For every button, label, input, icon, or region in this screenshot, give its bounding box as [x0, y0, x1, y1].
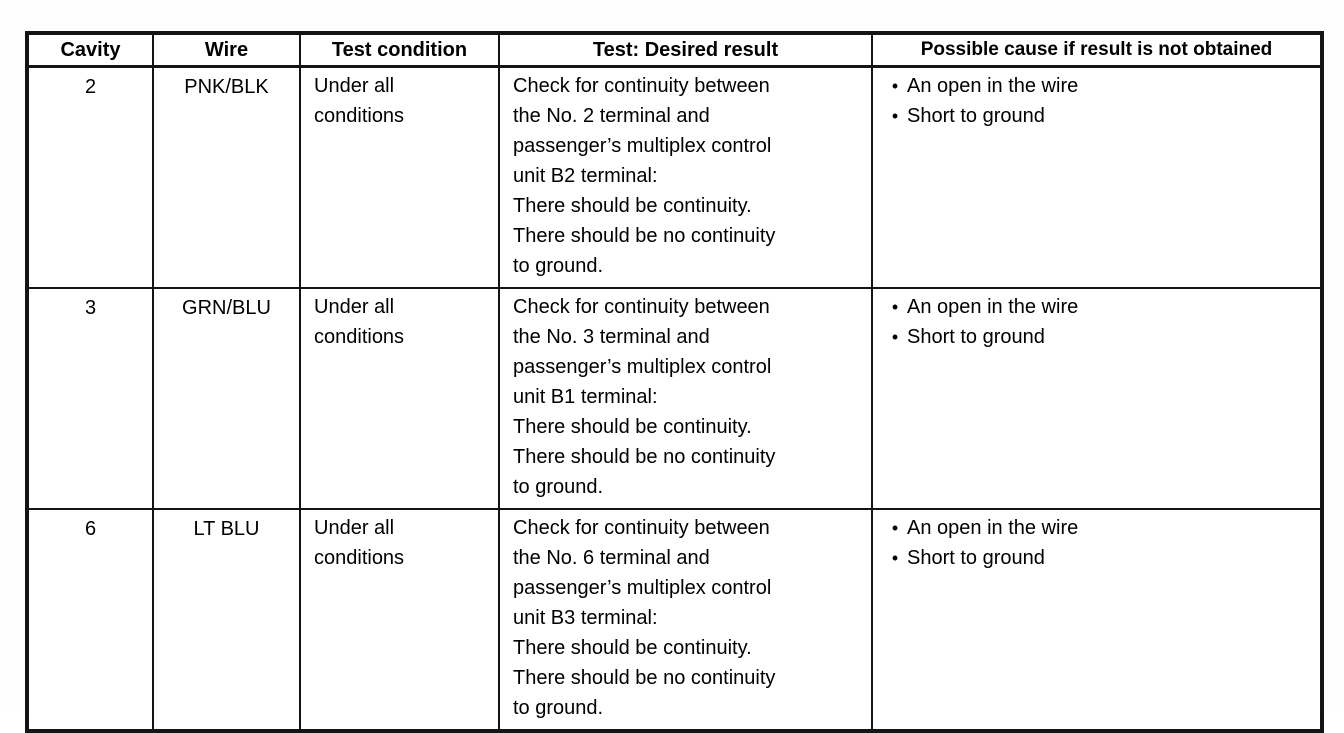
column-header-desired-result: Test: Desired result	[498, 32, 873, 68]
wire-value: GRN/BLU	[152, 287, 301, 510]
wire-value: PNK/BLK	[152, 65, 301, 289]
cause-text: An open in the wire	[907, 75, 1079, 97]
bullet-icon: •	[891, 297, 899, 317]
bullet-icon: •	[891, 76, 899, 96]
cause-text: An open in the wire	[907, 296, 1079, 318]
list-item: • Short to ground	[883, 101, 1312, 131]
table-row: 2 PNK/BLK Under all conditions Check for…	[26, 65, 1323, 289]
cause-list: • An open in the wire • Short to ground	[883, 513, 1312, 573]
list-item: • An open in the wire	[883, 292, 1312, 322]
cause-list: • An open in the wire • Short to ground	[883, 292, 1312, 352]
list-item: • Short to ground	[883, 543, 1312, 573]
cavity-value: 2	[26, 65, 154, 289]
possible-cause-cell: • An open in the wire • Short to ground	[871, 287, 1323, 510]
list-item: • An open in the wire	[883, 513, 1312, 543]
table-row: 3 GRN/BLU Under all conditions Check for…	[26, 287, 1323, 510]
bullet-icon: •	[891, 327, 899, 347]
table-header-row: Cavity Wire Test condition Test: Desired…	[26, 32, 1323, 68]
terminal-continuity-test-table: Cavity Wire Test condition Test: Desired…	[25, 31, 1324, 733]
list-item: • An open in the wire	[883, 71, 1312, 101]
possible-cause-cell: • An open in the wire • Short to ground	[871, 508, 1323, 732]
cavity-value: 3	[26, 287, 154, 510]
scanned-manual-page: Cavity Wire Test condition Test: Desired…	[25, 31, 1324, 733]
cause-text: Short to ground	[907, 326, 1045, 348]
cause-text: An open in the wire	[907, 517, 1079, 539]
desired-result-value: Check for continuity between the No. 6 t…	[498, 508, 873, 732]
cavity-value: 6	[26, 508, 154, 732]
table-row: 6 LT BLU Under all conditions Check for …	[26, 508, 1323, 732]
cause-text: Short to ground	[907, 547, 1045, 569]
desired-result-value: Check for continuity between the No. 3 t…	[498, 287, 873, 510]
test-condition-value: Under all conditions	[299, 508, 500, 732]
list-item: • Short to ground	[883, 322, 1312, 352]
bullet-icon: •	[891, 518, 899, 538]
bullet-icon: •	[891, 548, 899, 568]
column-header-possible-cause: Possible cause if result is not obtained	[871, 32, 1323, 68]
possible-cause-cell: • An open in the wire • Short to ground	[871, 65, 1323, 289]
cause-list: • An open in the wire • Short to ground	[883, 71, 1312, 131]
desired-result-value: Check for continuity between the No. 2 t…	[498, 65, 873, 289]
bullet-icon: •	[891, 106, 899, 126]
wire-value: LT BLU	[152, 508, 301, 732]
test-condition-value: Under all conditions	[299, 287, 500, 510]
column-header-cavity: Cavity	[26, 32, 154, 68]
column-header-test-condition: Test condition	[299, 32, 500, 68]
test-condition-value: Under all conditions	[299, 65, 500, 289]
column-header-wire: Wire	[152, 32, 301, 68]
cause-text: Short to ground	[907, 105, 1045, 127]
